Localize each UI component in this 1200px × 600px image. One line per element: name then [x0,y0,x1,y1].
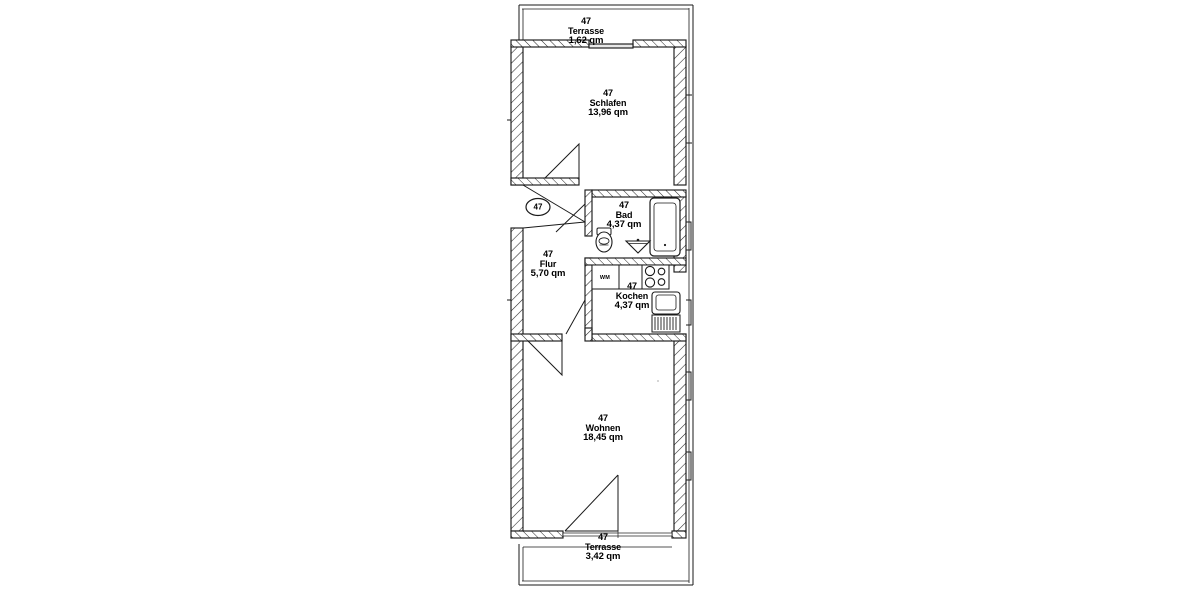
room-area: 18,45 qm [583,432,623,444]
sink-icon [651,291,681,315]
room-name: Terrasse [567,26,605,37]
paper-speck [657,380,659,382]
room-label-kochen: 47 Kochen 4,37 qm [615,281,650,312]
toilet-icon [595,227,613,253]
bathtub-icon [649,197,681,257]
washbasin-icon [624,238,652,254]
unit-marker-circle [525,197,551,217]
window-marks [507,94,692,481]
room-code: 47 [581,16,591,26]
room-area: 1,62 qm [568,35,604,47]
room-code: 47 [543,249,553,259]
room-label-wohnen: 47 Wohnen 18,45 qm [583,413,623,444]
radiator-icon [651,314,681,333]
room-code: 47 [603,88,613,98]
room-area: 4,37 qm [614,300,650,312]
room-code: 47 [598,413,608,423]
stove-icon [641,264,670,290]
washing-machine-icon [591,264,620,290]
unit-marker-label: 47 [533,202,543,212]
room-name: Flur [539,259,557,270]
kitchen-fixtures [591,264,681,333]
room-label-flur: 47 Flur 5,70 qm [531,249,566,280]
room-code: 47 [619,200,629,210]
room-area: 5,70 qm [530,268,566,280]
washing-machine-label: WM [599,275,611,281]
room-area: 3,42 qm [585,551,621,563]
room-area: 13,96 qm [588,107,628,119]
building-envelope [518,4,694,586]
bathroom-fixtures [595,197,681,257]
room-label-schlafen: 47 Schlafen 13,96 qm [588,88,628,119]
room-area: 4,37 qm [606,219,642,231]
room-code: 47 [598,532,608,542]
room-name: Kochen [615,291,649,302]
door-swings [522,142,619,532]
room-label-terrasse-top: 47 Terrasse 1,62 qm [568,16,604,47]
room-name: Terrasse [584,542,622,553]
room-label-terrasse-bottom: 47 Terrasse 3,42 qm [585,532,621,563]
room-name: Bad [615,210,633,221]
room-name: Schlafen [589,98,627,109]
room-code: 47 [627,281,637,291]
room-name: Wohnen [585,423,621,434]
room-label-bad: 47 Bad 4,37 qm [607,200,642,231]
